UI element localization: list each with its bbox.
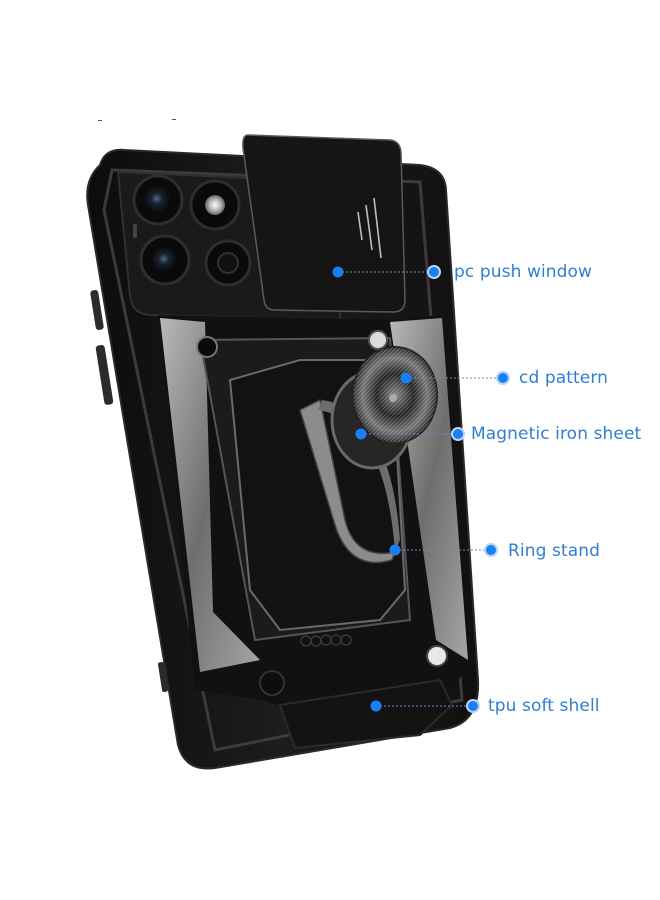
callout-label-cd-pattern: cd pattern — [519, 368, 609, 388]
callout-label-ring-stand: Ring stand — [508, 541, 601, 561]
ring-stand — [299, 398, 397, 564]
callout-lines — [338, 271, 503, 707]
pc-push-window — [242, 134, 406, 313]
callout-label-tpu-soft-shell: tpu soft shell — [488, 696, 600, 716]
callout-dots — [332, 265, 510, 713]
camera-lenses — [132, 174, 252, 287]
callout-label-pc-push-window: pc push window — [454, 262, 593, 282]
armor-frame — [160, 318, 260, 672]
stray-mark — [172, 119, 176, 120]
stray-mark — [98, 120, 102, 121]
callout-label-magnetic-iron-sheet: Magnetic iron sheet — [471, 424, 642, 444]
